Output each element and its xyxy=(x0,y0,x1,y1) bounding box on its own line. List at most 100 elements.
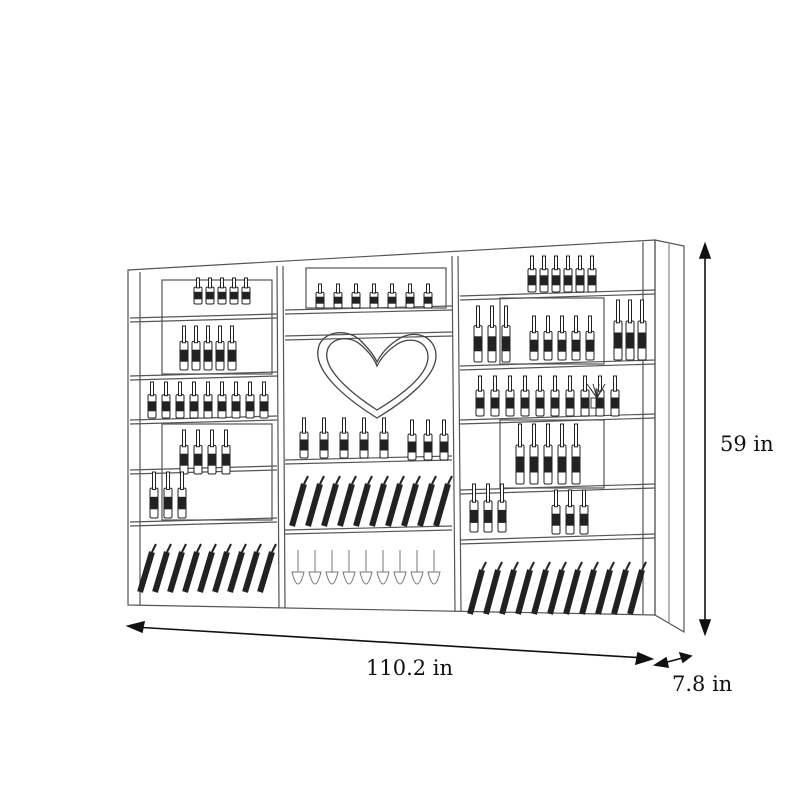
bottle-label xyxy=(528,275,536,286)
bottle xyxy=(483,483,493,533)
bottle-neck xyxy=(220,381,224,397)
rack-bottle-neck xyxy=(609,561,615,571)
bottle-neck xyxy=(262,381,266,397)
bottle-neck xyxy=(410,419,414,436)
bottle-neck xyxy=(390,283,394,294)
bottle-label xyxy=(506,397,514,409)
bottle-neck xyxy=(640,299,644,324)
lower-bottle-racks xyxy=(137,475,647,615)
bottle-neck xyxy=(478,375,482,392)
bottle-label xyxy=(190,401,198,412)
bottle xyxy=(487,305,497,363)
shelf xyxy=(459,417,656,425)
bottle-label xyxy=(476,397,484,409)
rack-bottle xyxy=(417,483,435,527)
bottle xyxy=(423,419,433,461)
rack-bottle-neck xyxy=(181,543,187,553)
bottle xyxy=(543,315,553,361)
display-box xyxy=(161,423,273,521)
bottle-label xyxy=(148,401,156,412)
bottle xyxy=(571,423,581,485)
bottle-label xyxy=(544,456,552,473)
bottle-label xyxy=(484,509,492,523)
shelf xyxy=(284,529,453,535)
bottle-neck xyxy=(248,381,252,397)
bottle xyxy=(193,429,203,475)
rack-bottle xyxy=(227,551,245,593)
width-label: 110.2 in xyxy=(366,656,454,680)
rack-bottle-neck xyxy=(593,561,599,571)
bottle-label xyxy=(558,456,566,473)
bottle-label xyxy=(521,397,529,409)
hanging-wine-glasses xyxy=(291,550,441,585)
bottle-neck xyxy=(362,417,366,434)
bottle-neck xyxy=(180,471,184,490)
bottle-label xyxy=(164,496,172,510)
rack-bottle-neck xyxy=(383,475,389,485)
bottle-neck xyxy=(382,417,386,434)
rack-bottle-neck xyxy=(303,475,309,485)
rack-bottle-neck xyxy=(211,543,217,553)
wine-cabinet-sketch xyxy=(127,239,685,634)
bottle xyxy=(565,489,575,535)
wine-glass xyxy=(376,550,390,585)
shelf xyxy=(284,331,453,337)
bottle-label xyxy=(360,439,368,451)
bottle xyxy=(299,417,309,459)
bottle-label xyxy=(488,336,496,352)
rack-bottle-neck xyxy=(497,561,503,571)
bottle-label xyxy=(614,332,622,349)
rack-bottle-neck xyxy=(241,543,247,553)
bottle-label xyxy=(638,332,646,349)
rack-bottle xyxy=(515,569,533,615)
bottle-neck xyxy=(210,429,214,448)
bottle-label xyxy=(536,397,544,409)
bottle-neck xyxy=(196,429,200,448)
bottle xyxy=(189,381,199,419)
bottle xyxy=(231,381,241,419)
rack-bottle-neck xyxy=(431,475,437,485)
bottle-neck xyxy=(408,283,412,294)
bottle-label xyxy=(176,401,184,412)
rack-bottle xyxy=(611,569,629,615)
bottle xyxy=(543,423,553,485)
rack-bottle-neck xyxy=(415,475,421,485)
bottle xyxy=(193,277,203,305)
rack-bottle-neck xyxy=(625,561,631,571)
bottle-label xyxy=(380,439,388,451)
bottle-neck xyxy=(613,375,617,392)
bottle xyxy=(565,375,575,417)
bottle-neck xyxy=(476,305,480,328)
display-box xyxy=(499,297,605,365)
bottle-label xyxy=(388,296,396,304)
bottle-neck xyxy=(560,423,564,448)
bottle-neck xyxy=(234,381,238,397)
wine-glass xyxy=(359,550,373,585)
bottle-label xyxy=(552,275,560,286)
bottles xyxy=(147,255,647,535)
bottle xyxy=(163,471,173,519)
wine-glass xyxy=(410,550,424,585)
bottle xyxy=(539,255,549,293)
bottle-label xyxy=(596,397,604,409)
rack-bottle xyxy=(369,483,387,527)
bottle xyxy=(587,255,597,293)
rack-bottle-neck xyxy=(481,561,487,571)
rack-bottle-neck xyxy=(447,475,453,485)
bottle-label xyxy=(530,456,538,473)
rack-bottle xyxy=(433,483,451,527)
bottle xyxy=(579,489,589,535)
bottle xyxy=(505,375,515,417)
bottle-neck xyxy=(554,489,558,508)
width-dimension-arrow xyxy=(125,620,655,666)
wine-glass xyxy=(427,550,441,585)
bottle xyxy=(259,381,269,419)
bottle xyxy=(551,255,561,293)
shelf xyxy=(129,317,278,323)
bottle-label xyxy=(424,296,432,304)
bottle-label xyxy=(204,401,212,412)
rack-bottle-neck xyxy=(399,475,405,485)
rack-bottle-neck xyxy=(319,475,325,485)
rack-bottle xyxy=(385,483,403,527)
bottle xyxy=(147,381,157,419)
